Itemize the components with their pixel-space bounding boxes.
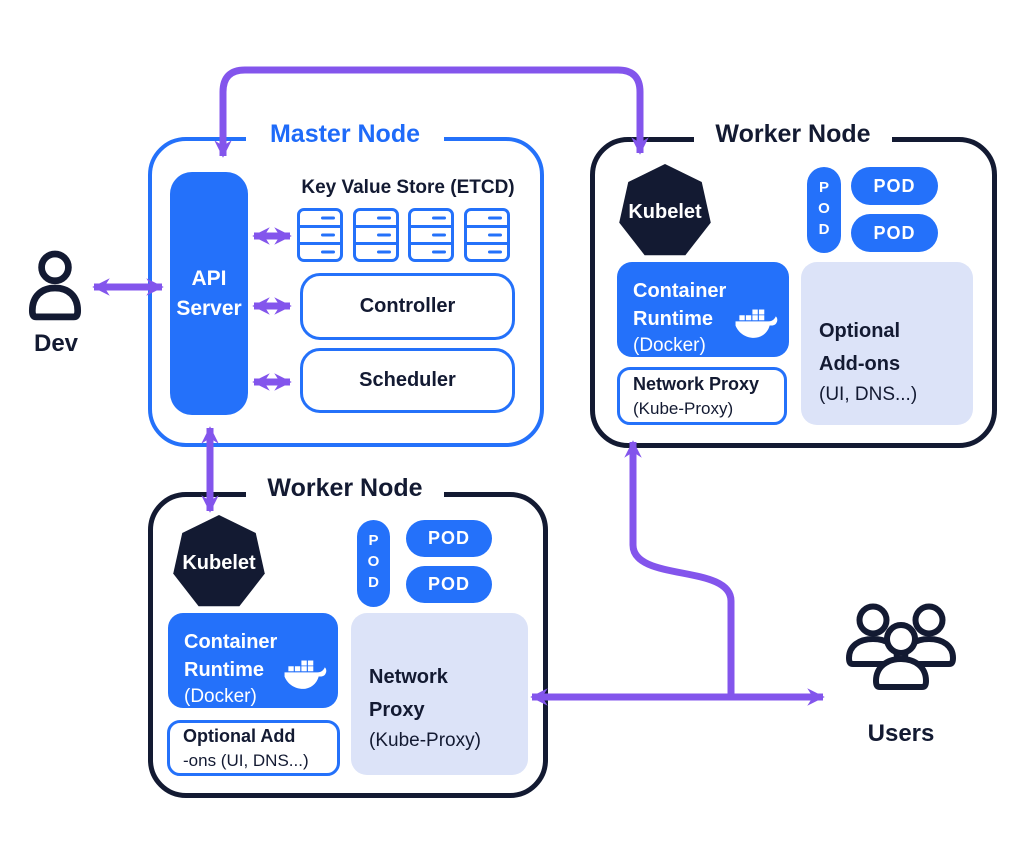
container-runtime-box: Container Runtime (Docker) (617, 262, 789, 357)
kubelet-label: Kubelet (182, 551, 256, 574)
optional-addons-box: Optional Add -ons (UI, DNS...) (167, 720, 340, 776)
container-runtime-line2: Runtime (633, 307, 713, 330)
database-icon (352, 208, 399, 262)
pod-pill: POD (406, 566, 492, 603)
dev-label: Dev (33, 330, 79, 357)
kubelet-badge: Kubelet (173, 515, 265, 607)
container-runtime-line1: Container (184, 631, 278, 653)
users-label: Users (867, 720, 935, 747)
api-server-label: API Server (176, 267, 242, 320)
database-icon (408, 208, 455, 262)
kubelet-badge: Kubelet (619, 164, 711, 256)
worker-node-top-title-text: Worker Node (715, 120, 871, 148)
addons-line2: -ons (UI, DNS...) (183, 750, 309, 770)
database-icon (297, 208, 343, 262)
container-runtime-line1: Container (633, 280, 727, 302)
network-proxy-line1: Network (369, 666, 448, 689)
addons-line2: Add-ons (819, 352, 901, 375)
arrow-users-network-proxy-top (624, 440, 735, 694)
user-front (873, 622, 929, 690)
pod-pill: POD (851, 167, 938, 205)
person-icon (28, 250, 82, 321)
etcd-title: Key Value Store (ETCD) (301, 177, 515, 198)
container-runtime-line3: (Docker) (184, 686, 257, 708)
network-proxy-box: Network Proxy (Kube-Proxy) (351, 613, 528, 775)
database-icon (463, 208, 510, 262)
scheduler-box: Scheduler (300, 348, 515, 413)
user-back-left (846, 603, 900, 667)
network-proxy-line2: Proxy (369, 698, 425, 721)
users-group-icon (846, 603, 956, 690)
scheduler-label: Scheduler (359, 369, 456, 391)
worker-node-bottom-title: Worker Node (246, 467, 444, 510)
etcd-database-row (297, 208, 510, 262)
optional-addons-box: Optional Add-ons (UI, DNS...) (801, 262, 973, 425)
kubelet-label: Kubelet (628, 200, 702, 223)
dev-actor (22, 250, 88, 331)
addons-line1: Optional Add (183, 725, 296, 746)
users-actor (835, 596, 967, 711)
container-runtime-line3: (Docker) (633, 335, 706, 357)
network-proxy-line3: (Kube-Proxy) (369, 730, 481, 752)
worker-node-bottom-title-text: Worker Node (267, 474, 423, 502)
docker-whale-icon (735, 309, 778, 338)
api-server-box: API Server (170, 172, 248, 415)
worker-node-top-title: Worker Node (694, 113, 892, 156)
controller-box: Controller (300, 273, 515, 340)
addons-line3: (UI, DNS...) (819, 384, 918, 406)
network-proxy-box: Network Proxy (Kube-Proxy) (617, 367, 787, 425)
pod-pill-vertical: POD (807, 167, 841, 253)
addons-line1: Optional (819, 320, 901, 343)
master-node-title-text: Master Node (269, 120, 421, 148)
master-node-title: Master Node (246, 113, 444, 156)
pod-pill-vertical: POD (357, 520, 390, 607)
pod-pill: POD (406, 520, 492, 557)
container-runtime-box: Container Runtime (Docker) (168, 613, 338, 708)
pod-pill: POD (851, 214, 938, 252)
network-proxy-line1: Network Proxy (633, 373, 760, 394)
docker-whale-icon (284, 660, 327, 689)
controller-label: Controller (359, 295, 456, 317)
network-proxy-line2: (Kube-Proxy) (633, 398, 734, 418)
container-runtime-line2: Runtime (184, 658, 264, 681)
